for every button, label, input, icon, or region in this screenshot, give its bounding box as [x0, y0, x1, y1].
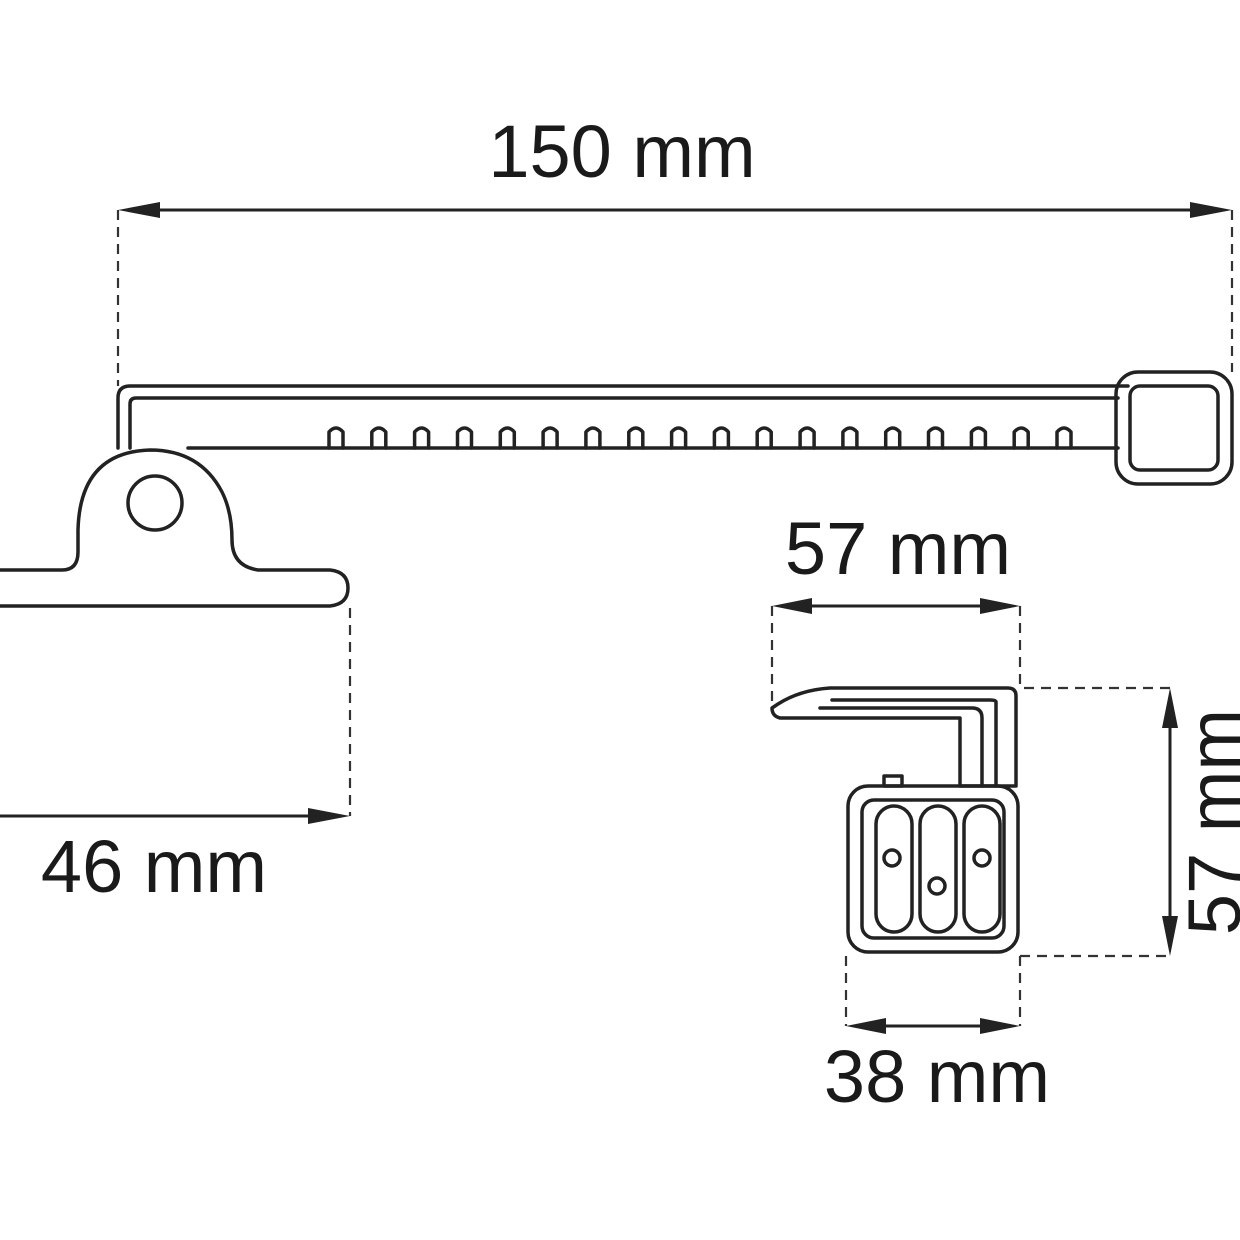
slot-1	[874, 804, 914, 934]
pivot-hole	[126, 474, 184, 532]
dim-label-57-height: 57 mm	[1173, 709, 1240, 935]
dim-label-38: 38 mm	[824, 1035, 1050, 1118]
dim-label-57-width: 57 mm	[785, 507, 1011, 590]
dimension-46: 46 mm	[0, 608, 352, 908]
slot-2	[918, 804, 958, 934]
pivot-foot	[0, 448, 350, 608]
dim-label-150: 150 mm	[488, 110, 755, 193]
keep-bracket	[770, 686, 1020, 954]
bracket-plate	[846, 784, 1020, 954]
arm-notches	[327, 426, 1073, 450]
slot-3	[962, 804, 1002, 934]
dimension-57-height: 57 mm	[1020, 686, 1240, 958]
dimension-57-width: 57 mm	[770, 507, 1022, 704]
screw-hole-2	[927, 876, 947, 896]
arm-end-loop	[1114, 370, 1234, 486]
dim-label-46: 46 mm	[41, 825, 267, 908]
screw-hole-3	[972, 848, 992, 868]
dimension-38: 38 mm	[824, 956, 1050, 1118]
screw-hole-1	[882, 848, 902, 868]
dimension-150: 150 mm	[116, 110, 1234, 386]
window-stay-arm	[116, 370, 1234, 486]
